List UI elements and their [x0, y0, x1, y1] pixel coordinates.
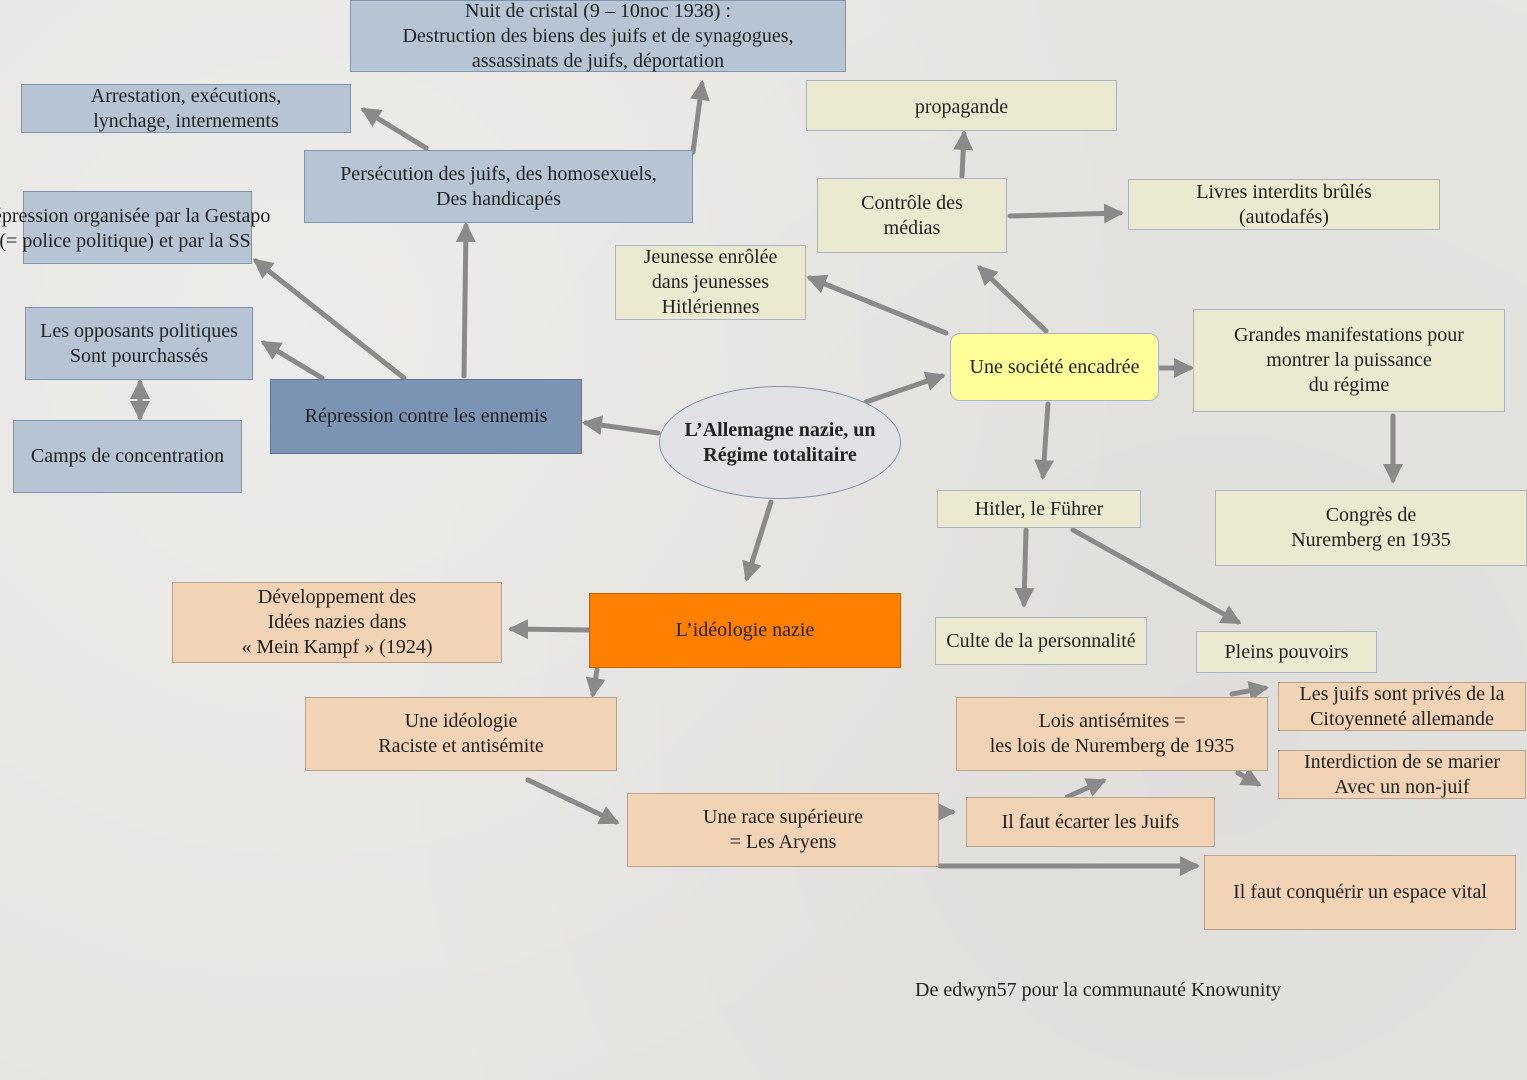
- link-ideologie-raciste: [585, 667, 606, 698]
- link-controle-propagande: [953, 130, 974, 179]
- link-center-repression: [582, 415, 661, 436]
- link-raciste-race: [525, 777, 620, 825]
- link-societe-jeunesse: [806, 274, 949, 336]
- propagande-node[interactable]: propagande: [806, 80, 1117, 131]
- nuit-de-cristal-node[interactable]: Nuit de cristal (9 – 10noc 1938) : Destr…: [350, 0, 846, 72]
- link-hitler-pouvoirs: [1070, 527, 1242, 625]
- hitler-node[interactable]: Hitler, le Führer: [937, 490, 1141, 528]
- link-center-societe: [863, 371, 946, 405]
- espace-vital-node[interactable]: Il faut conquérir un espace vital: [1204, 855, 1516, 930]
- congres-node[interactable]: Congrès de Nuremberg en 1935: [1215, 490, 1527, 566]
- mein-kampf-node[interactable]: Développement des Idées nazies dans « Me…: [172, 582, 502, 663]
- link-repression-opposants: [260, 340, 325, 381]
- link-ecarter-lois: [1064, 778, 1107, 800]
- link-lois-citoyennete: [1229, 681, 1269, 701]
- ideologie-node[interactable]: L’idéologie nazie: [589, 593, 901, 668]
- persecution-node[interactable]: Persécution des juifs, des homosexuels, …: [304, 150, 693, 223]
- pleins-pouvoirs-node[interactable]: Pleins pouvoirs: [1196, 631, 1377, 673]
- opposants-node[interactable]: Les opposants politiques Sont pourchassé…: [25, 307, 253, 380]
- ecarter-juifs-node[interactable]: Il faut écarter les Juifs: [966, 797, 1215, 847]
- center-topic[interactable]: L’Allemagne nazie, un Régime totalitaire: [659, 386, 901, 499]
- societe-node[interactable]: Une société encadrée: [950, 333, 1159, 401]
- controle-medias-node[interactable]: Contrôle des médias: [817, 178, 1007, 253]
- repression-node[interactable]: Répression contre les ennemis: [270, 379, 582, 454]
- credit-text: De edwyn57 pour la communauté Knowunity: [915, 979, 1282, 1001]
- link-repression-persecution: [455, 222, 476, 379]
- gestapo-label: Répression organisée par la Gestapo (= p…: [0, 205, 271, 252]
- jeunesse-node[interactable]: Jeunesse enrôlée dans jeunesses Hitlérie…: [615, 245, 806, 320]
- culte-node[interactable]: Culte de la personnalité: [935, 617, 1147, 665]
- livres-node[interactable]: Livres interdits brûlés (autodafés): [1128, 179, 1440, 230]
- link-societe-hitler: [1034, 401, 1055, 480]
- raciste-node[interactable]: Une idéologie Raciste et antisémite: [305, 697, 617, 771]
- link-societe-controle: [977, 265, 1049, 334]
- link-persecution-nuit: [689, 80, 710, 155]
- arrestation-node[interactable]: Arrestation, exécutions, lynchage, inter…: [21, 84, 351, 133]
- link-hitler-culte: [1014, 527, 1035, 608]
- lois-antisemites-node[interactable]: Lois antisémites = les lois de Nuremberg…: [956, 697, 1268, 771]
- race-superieure-node[interactable]: Une race supérieure = Les Aryens: [627, 793, 939, 867]
- link-center-ideologie: [742, 499, 774, 582]
- link-repression-gestapo: [252, 258, 407, 381]
- mariage-node[interactable]: Interdiction de se marier Avec un non-ju…: [1278, 750, 1526, 799]
- camps-node[interactable]: Camps de concentration: [13, 420, 242, 493]
- manifestations-node[interactable]: Grandes manifestations pour montrer la p…: [1193, 309, 1505, 412]
- link-lois-mariage: [1235, 767, 1262, 787]
- link-ideologie-meinkampf: [508, 619, 591, 640]
- link-controle-livres: [1007, 203, 1124, 224]
- link-persecution-arrestation: [360, 107, 429, 151]
- gestapo-node[interactable]: Répression organisée par la Gestapo (= p…: [0, 191, 270, 264]
- citoyennete-node[interactable]: Les juifs sont privés de la Citoyenneté …: [1278, 682, 1526, 731]
